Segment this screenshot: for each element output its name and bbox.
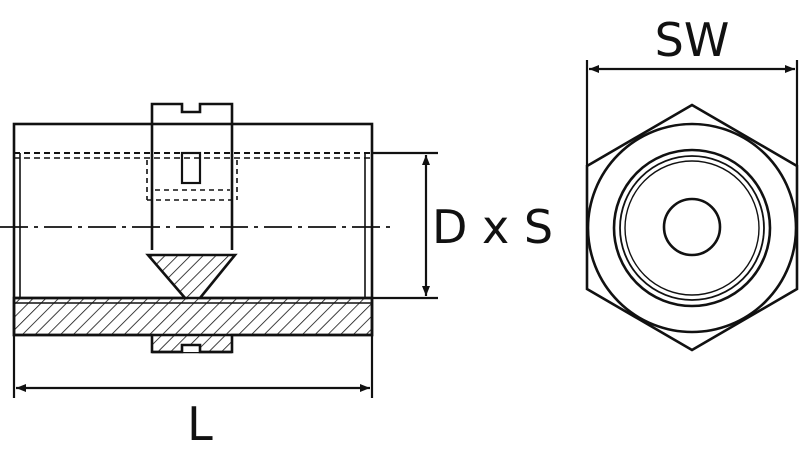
dimension-wrench-size (585, 60, 799, 166)
slot-square (180, 151, 202, 185)
label-length: L (187, 397, 213, 451)
outer-chamfer-circle (586, 122, 798, 334)
bottom-nut-notch (152, 343, 232, 354)
thread-circle-outer (612, 148, 772, 308)
bore-circle (662, 197, 722, 257)
dimension-length (12, 335, 374, 398)
label-diameter-thread: D x S (432, 200, 553, 254)
hatched-section (12, 253, 374, 354)
hex-top (150, 102, 234, 124)
thread-circle-inner-2 (624, 160, 760, 296)
label-wrench-size: SW (655, 13, 730, 67)
cross-section (12, 253, 374, 354)
hex-outline (585, 103, 799, 352)
end-view (585, 103, 799, 352)
dimension-diameter (372, 151, 438, 300)
thread-circle-inner (619, 155, 765, 301)
